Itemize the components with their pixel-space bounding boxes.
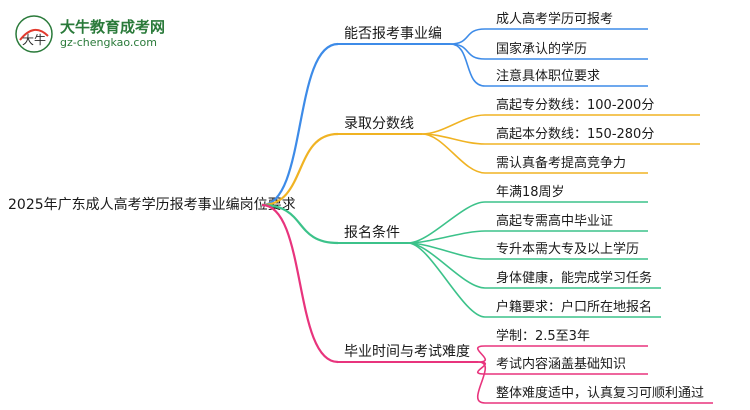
branch-connector xyxy=(261,203,339,364)
leaf-topic: 注意具体职位要求 xyxy=(496,68,600,84)
logo-mark-icon: 大牛 xyxy=(15,15,53,53)
leaf-connector xyxy=(421,114,486,135)
leaf-topic: 年满18周岁 xyxy=(496,185,565,200)
logo-mark-text: 大牛 xyxy=(22,32,46,47)
leaf-topic: 考试内容涵盖基础知识 xyxy=(496,356,626,372)
leaf-connector xyxy=(477,345,486,363)
leaf-topic: 高起专需高中毕业证 xyxy=(496,213,613,229)
leaf-connector xyxy=(477,361,486,404)
leaf-topic: 户籍要求：户口所在地报名 xyxy=(496,299,652,315)
leaf-connector xyxy=(449,43,486,87)
leaf-connector xyxy=(449,28,486,45)
leaf-topic: 需认真备考提高竞争力 xyxy=(496,155,626,171)
leaf-topic: 高起本分数线：150-280分 xyxy=(496,126,654,142)
branch-connector xyxy=(261,203,339,245)
leaf-topic: 学制：2.5至3年 xyxy=(496,328,590,344)
logo-url: gz-chengkao.com xyxy=(60,36,157,49)
branch-connector xyxy=(261,42,339,207)
connectors xyxy=(261,28,713,404)
leaf-connector xyxy=(407,230,486,244)
branch-topic: 毕业时间与考试难度 xyxy=(344,344,470,360)
leaf-connector xyxy=(407,242,486,318)
branch-topic: 能否报考事业编 xyxy=(344,26,442,42)
branch-topic: 报名条件 xyxy=(344,224,400,241)
leaf-topic: 身体健康，能完成学习任务 xyxy=(496,270,652,286)
logo-name: 大牛教育成考网 xyxy=(60,18,166,36)
leaf-topic: 专升本需大专及以上学历 xyxy=(496,241,639,257)
leaf-topic: 国家承认的学历 xyxy=(496,41,587,57)
leaf-topic: 整体难度适中，认真复习可顺利通过 xyxy=(496,385,704,401)
branch-connector xyxy=(261,132,339,207)
leaf-connector xyxy=(449,43,486,60)
root-topic: 2025年广东成人高考学历报考事业编岗位要求 xyxy=(8,196,296,213)
leaf-topic: 高起专分数线：100-200分 xyxy=(496,97,654,113)
leaf-topic: 成人高考学历可报考 xyxy=(496,11,613,27)
leaf-connector xyxy=(421,133,486,174)
site-logo: 大牛 大牛教育成考网 gz-chengkao.com xyxy=(14,14,194,54)
branch-topic: 录取分数线 xyxy=(344,116,414,132)
